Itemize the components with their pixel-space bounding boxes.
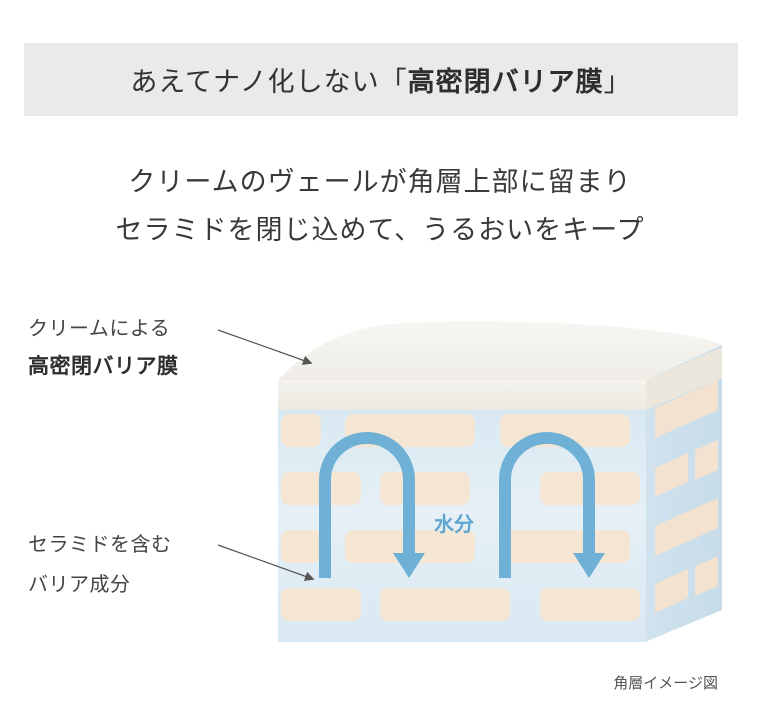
- brick: [695, 556, 718, 596]
- label-cream-line-2: 高密閉バリア膜: [28, 354, 179, 378]
- water-arrow-left: [319, 432, 415, 578]
- brick: [281, 588, 361, 621]
- side-bricks: [655, 380, 718, 613]
- arrow-heads: [393, 553, 605, 578]
- brick: [380, 472, 470, 505]
- arrow-head: [393, 553, 425, 578]
- cream-layer-top: [278, 321, 722, 380]
- pointer-line-cream: [217, 329, 313, 365]
- brick: [655, 380, 718, 438]
- arrow-head: [573, 553, 605, 578]
- title-prefix: あえてナノ化しない「: [130, 67, 408, 98]
- corneocyte-bricks: [281, 414, 640, 621]
- brick: [540, 588, 640, 621]
- brick: [281, 530, 321, 563]
- pointer-line-ceramide: [217, 544, 315, 581]
- brick: [655, 498, 718, 556]
- label-ceramide-line-2: バリア成分: [28, 572, 131, 596]
- water-arrow-right: [499, 432, 595, 578]
- brick: [281, 414, 321, 447]
- caption: 角層イメージ図: [613, 674, 718, 692]
- brick: [655, 569, 688, 613]
- brick: [655, 453, 688, 497]
- brick: [380, 588, 510, 621]
- water-arrows: [319, 432, 595, 578]
- brick: [695, 440, 718, 480]
- brick: [500, 530, 630, 563]
- cream-layer-side: [646, 347, 722, 410]
- subtitle-line-1: クリームのヴェールが角層上部に留まり: [128, 167, 632, 198]
- subtitle-line-2: セラミドを閉じ込めて、うるおいをキープ: [115, 215, 645, 246]
- title-suffix: 」: [603, 67, 632, 98]
- label-cream-line-1: クリームによる: [28, 316, 171, 340]
- title-emphasis: 高密閉バリア膜: [407, 67, 604, 98]
- water-label: 水分: [434, 512, 474, 536]
- title-banner: あえてナノ化しない「高密閉バリア膜」: [24, 43, 738, 116]
- label-ceramide-line-1: セラミドを含む: [28, 532, 172, 556]
- cream-layer-front: [278, 380, 646, 410]
